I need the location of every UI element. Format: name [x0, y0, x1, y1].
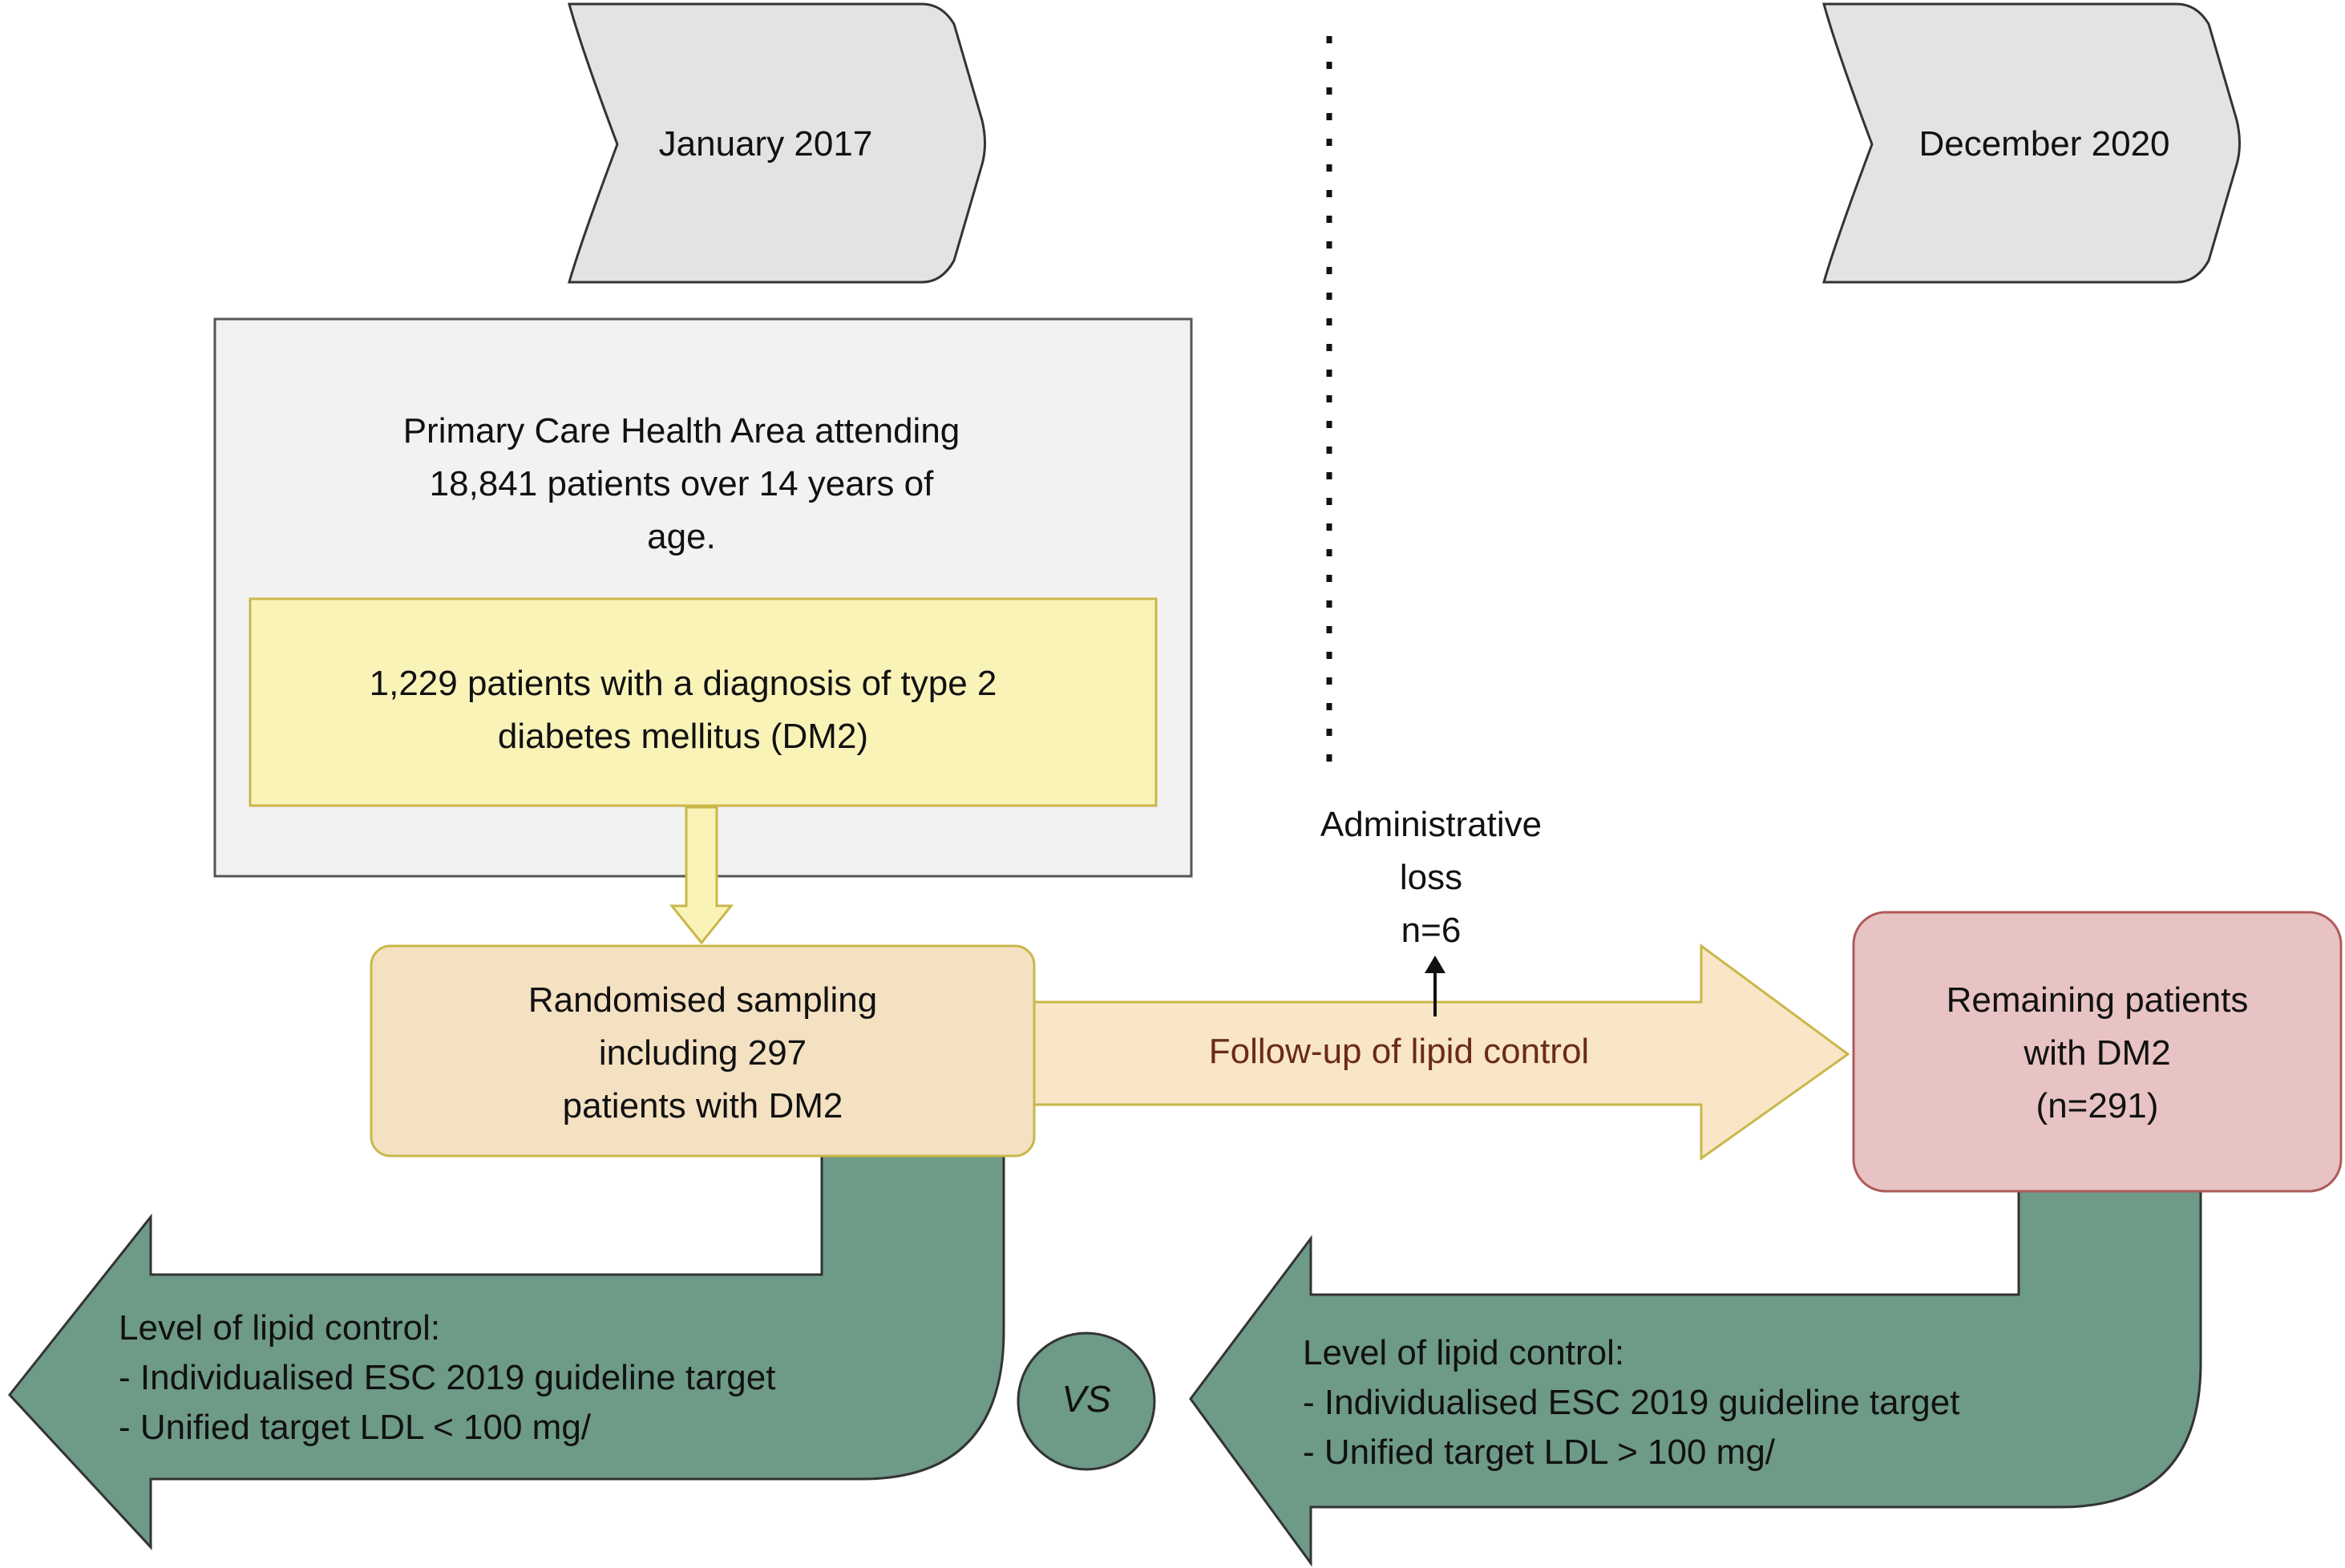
population-line: age.	[647, 517, 716, 556]
outcome-arrow-left	[8, 1153, 1005, 1550]
population-line: 18,841 patients over 14 years of	[429, 464, 934, 503]
diagnosis-line: diabetes mellitus (DM2)	[497, 717, 869, 756]
outcome-item: - Individualised ESC 2019 guideline targ…	[119, 1358, 776, 1397]
vs-label: VS	[1018, 1377, 1154, 1420]
remaining-line: Remaining patients	[1946, 980, 2249, 1020]
followup-label: Follow-up of lipid control	[1138, 1032, 1660, 1072]
start-chevron	[568, 2, 986, 284]
end-chevron	[1822, 2, 2241, 284]
outcome-title: Level of lipid control:	[119, 1308, 441, 1348]
outcome-arrow-right	[1189, 1189, 2202, 1567]
remaining-text: Remaining patients with DM2 (n=291)	[1854, 974, 2341, 1133]
sampling-text: Randomised sampling including 297 patien…	[371, 974, 1034, 1133]
remaining-line: with DM2	[2024, 1033, 2171, 1073]
outcome-item: - Unified target LDL > 100 mg/	[1303, 1433, 1776, 1472]
outcome-right-text: Level of lipid control: - Individualised…	[1303, 1328, 2024, 1477]
followup-arrow	[1029, 944, 1850, 1161]
diagnosis-line: 1,229 patients with a diagnosis of type …	[369, 664, 997, 703]
sampling-line: including 297	[598, 1033, 807, 1073]
start-date-text: January 2017	[658, 124, 873, 164]
loss-text: Administrative loss n=6	[1275, 798, 1587, 957]
population-text: Primary Care Health Area attending 18,84…	[241, 405, 1122, 564]
loss-line: loss	[1399, 858, 1463, 897]
outcome-item: - Individualised ESC 2019 guideline targ…	[1303, 1383, 1960, 1422]
end-date-label: December 2020	[1836, 124, 2253, 164]
outcome-title: Level of lipid control:	[1303, 1333, 1625, 1372]
outcome-item: - Unified target LDL < 100 mg/	[119, 1408, 592, 1447]
remaining-box	[1852, 911, 2343, 1193]
vs-text: VS	[1061, 1378, 1111, 1420]
sampling-line: Randomised sampling	[528, 980, 878, 1020]
remaining-line: (n=291)	[2036, 1086, 2159, 1125]
sampling-line: patients with DM2	[562, 1086, 843, 1125]
loss-line: Administrative	[1320, 805, 1542, 844]
followup-text: Follow-up of lipid control	[1208, 1032, 1590, 1071]
diagnosis-text: 1,229 patients with a diagnosis of type …	[250, 657, 1116, 763]
loss-line: n=6	[1401, 911, 1462, 950]
outcome-left-text: Level of lipid control: - Individualised…	[119, 1303, 824, 1453]
population-line: Primary Care Health Area attending	[402, 411, 960, 451]
start-date-label: January 2017	[569, 124, 962, 164]
loss-arrow-head	[1425, 956, 1445, 973]
end-date-text: December 2020	[1918, 124, 2170, 164]
vs-circle	[1017, 1332, 1156, 1471]
down-arrow	[669, 806, 734, 945]
diagnosis-box	[249, 597, 1158, 807]
sampling-box	[370, 944, 1036, 1158]
